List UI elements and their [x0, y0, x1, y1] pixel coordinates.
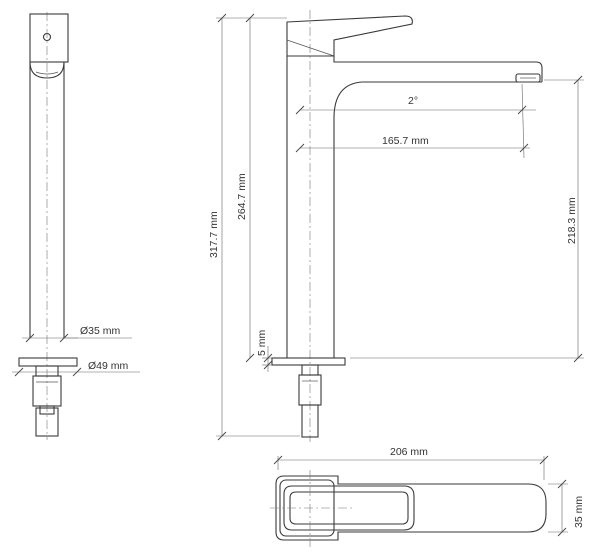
- dim-body-height-tick-top: [245, 13, 255, 23]
- side-dim-49-tick-left: [14, 367, 24, 377]
- spout-angle-label: 2°: [408, 95, 418, 107]
- front-lever-joint: [286, 39, 335, 57]
- front-spout-top: [333, 56, 543, 82]
- dim-outlet-tick-bottom: [573, 353, 583, 363]
- front-lever: [286, 15, 413, 57]
- dim-angle-tick-left: [295, 105, 305, 115]
- side-shank: [39, 405, 55, 415]
- body-height-label: 264.7 mm: [236, 173, 248, 220]
- front-aerator: [515, 73, 541, 83]
- dim-angle-tick-right: [517, 105, 527, 115]
- base-diameter-label: Ø35 mm: [80, 325, 121, 337]
- top-width-label: 35 mm: [573, 496, 585, 528]
- spout-reach-label: 165.7 mm: [382, 135, 429, 147]
- outlet-height-label: 218.3 mm: [566, 197, 578, 244]
- dim-top-length-tick-right: [539, 455, 549, 465]
- top-lever-plate: [283, 485, 415, 531]
- flange-diameter-label: Ø49 mm: [88, 360, 129, 372]
- side-lever: [29, 13, 69, 63]
- side-lever-pin: [42, 32, 52, 42]
- dim-top-width-tick-top: [557, 479, 567, 489]
- front-view: 317.7 mm 264.7 mm 5 mm 2° 165.7 mm 218.3…: [208, 10, 584, 442]
- dim-flange-tick-bottom: [263, 360, 273, 370]
- side-body-top: [29, 61, 65, 79]
- dim-flange-tick-top: [263, 353, 273, 363]
- front-spout-underside: [333, 81, 542, 358]
- side-flange: [18, 357, 78, 367]
- front-hose-connector: [301, 404, 319, 438]
- flange-thickness-label: 5 mm: [256, 329, 268, 356]
- side-body-groove: [35, 71, 59, 75]
- dim-outlet-tick-top: [573, 75, 583, 85]
- side-dim-35-tick-left: [25, 333, 35, 343]
- top-spout-outline: [275, 475, 547, 541]
- side-hose-connector: [35, 407, 59, 437]
- dim-overall-height-tick-top: [217, 13, 227, 23]
- dim-angle-ext: [521, 83, 525, 159]
- side-view: Ø35 mm Ø49 mm: [12, 12, 140, 440]
- dim-top-length-tick-left: [273, 455, 283, 465]
- dim-top-width-tick-bottom: [557, 527, 567, 537]
- dim-body-height-tick-bottom: [245, 353, 255, 363]
- dim-overall-height-tick-bottom: [217, 431, 227, 441]
- top-length-label: 206 mm: [390, 446, 428, 458]
- dim-reach-tick-right: [519, 143, 529, 153]
- side-dim-49-tick-right: [72, 367, 82, 377]
- front-flange: [271, 357, 346, 366]
- top-view: 206 mm 35 mm: [270, 446, 585, 548]
- overall-height-label: 317.7 mm: [208, 211, 220, 258]
- top-lever-inner: [289, 491, 409, 525]
- dim-reach-tick-left: [295, 143, 305, 153]
